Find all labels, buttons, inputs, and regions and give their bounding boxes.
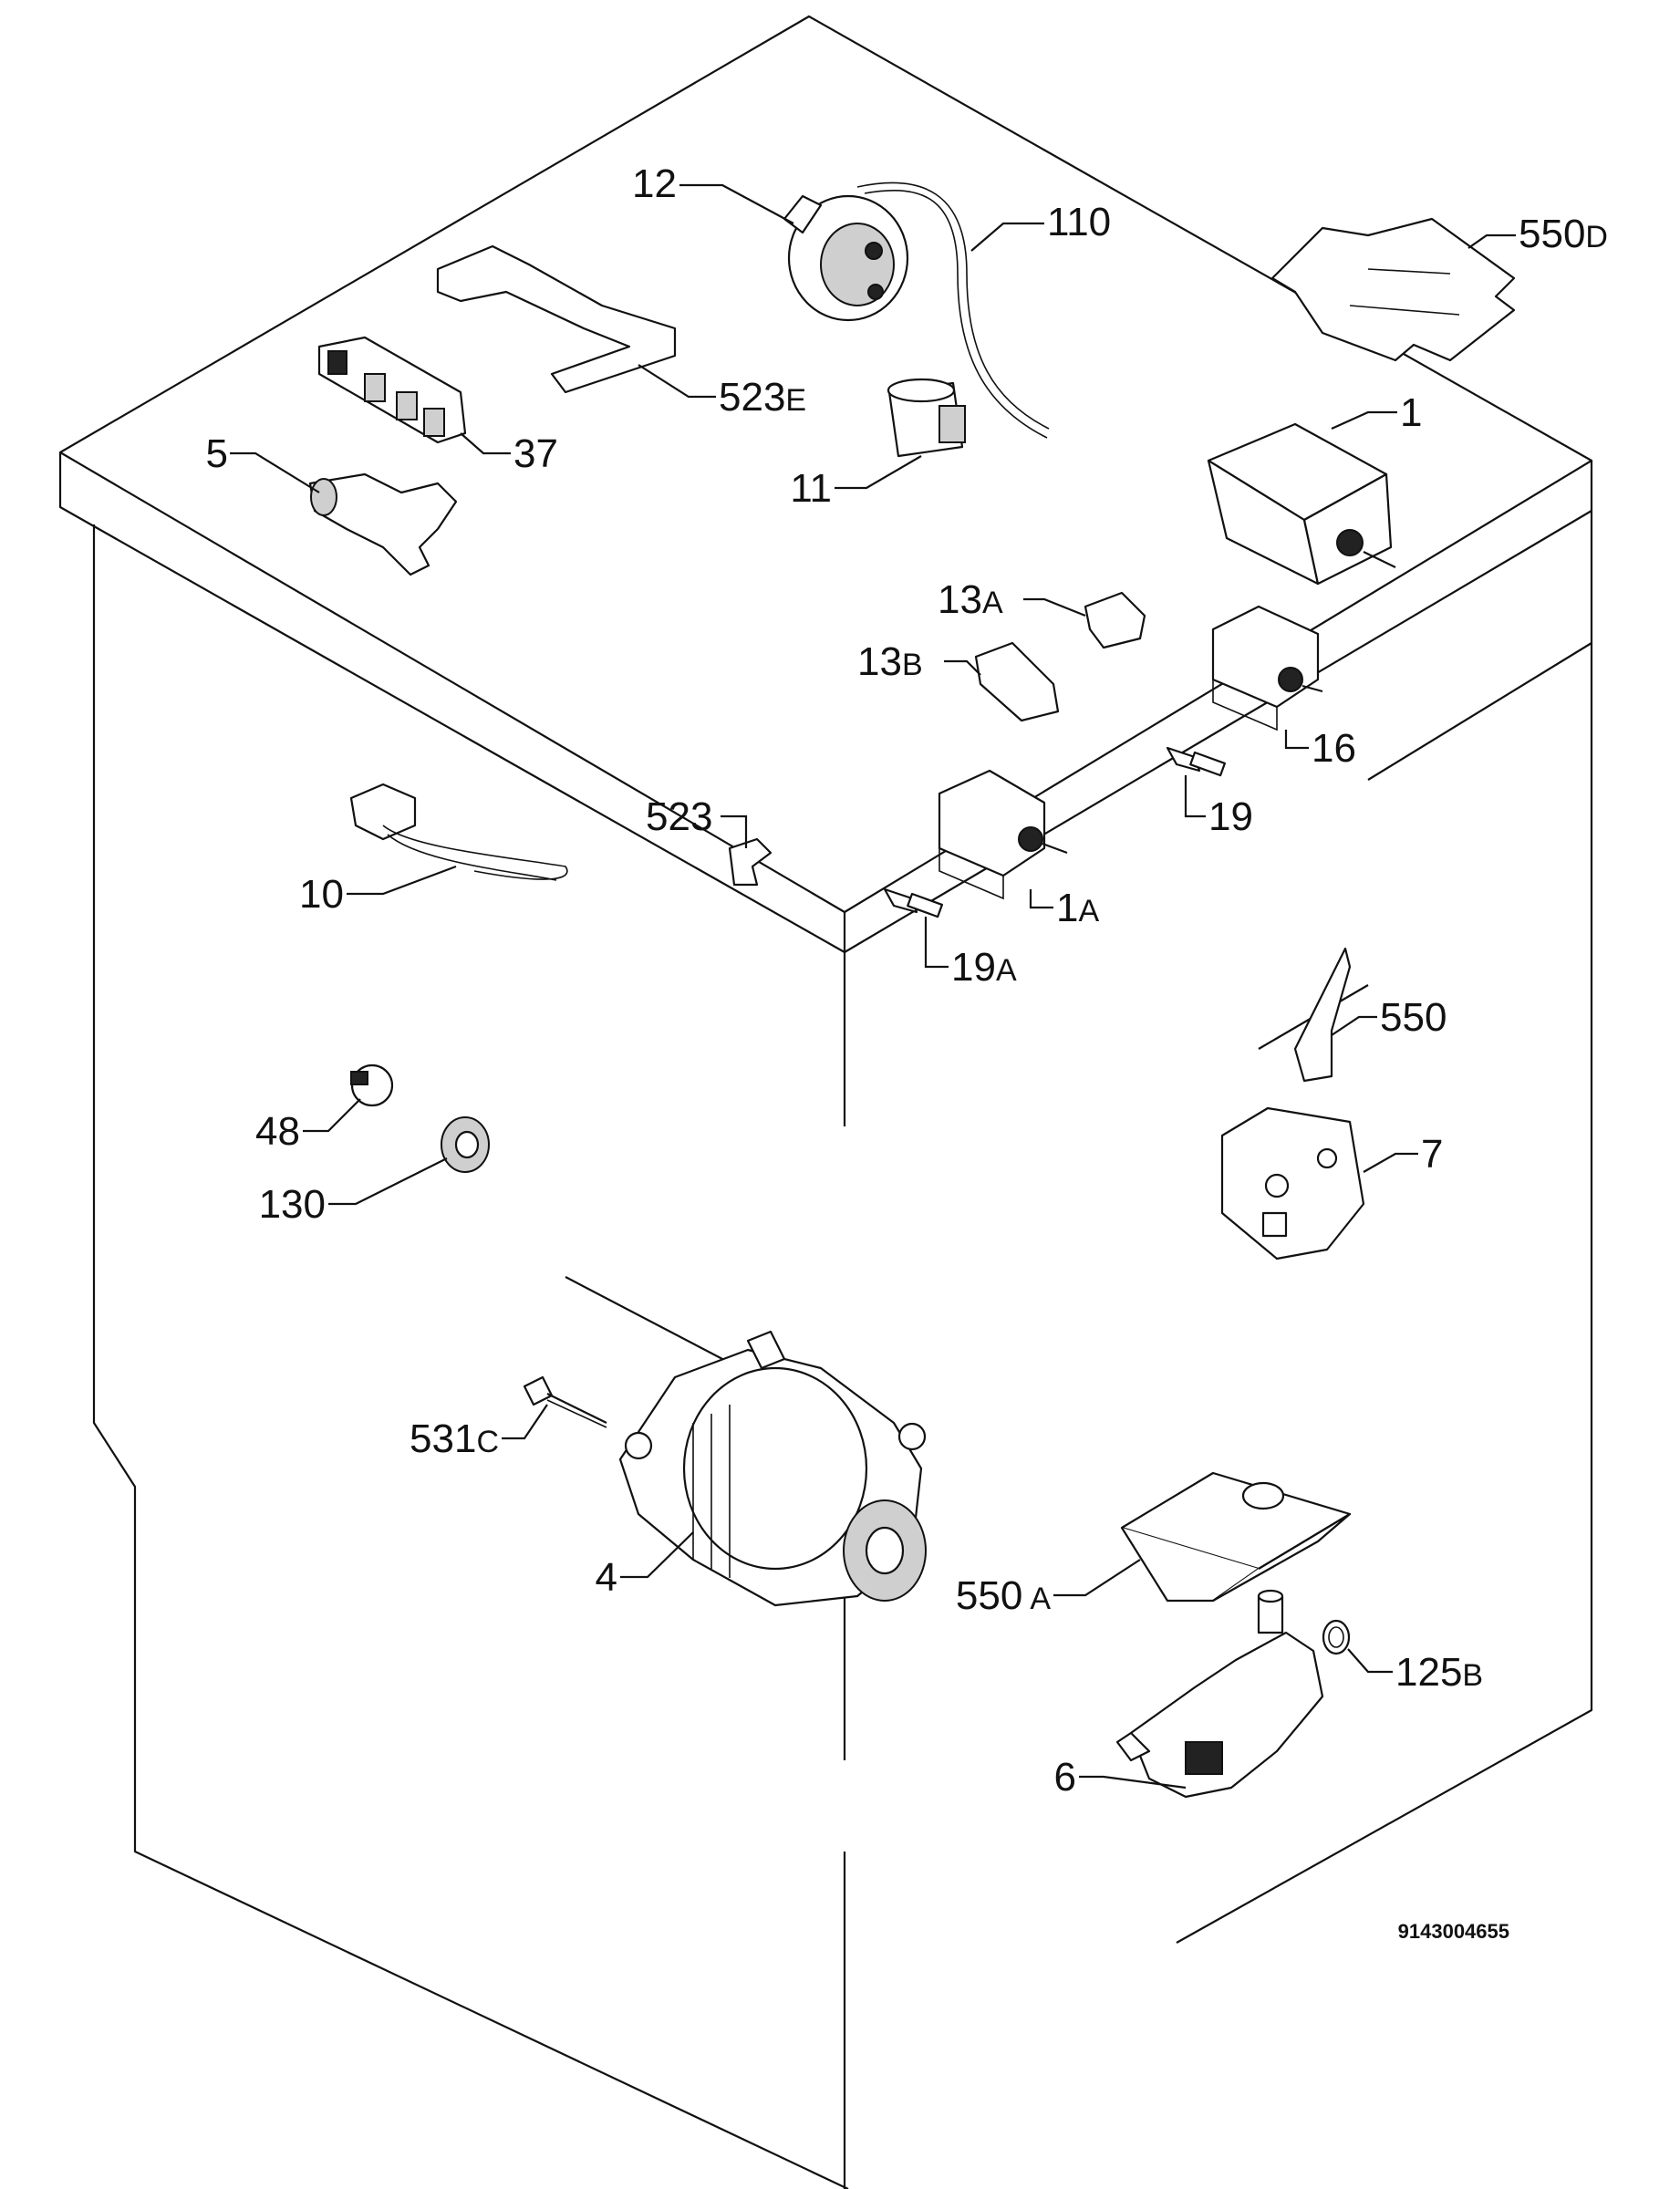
part-seal-ring xyxy=(1322,1619,1351,1655)
part-label-6: 6 xyxy=(1054,1755,1076,1800)
part-label-4: 4 xyxy=(596,1555,617,1600)
part-label-1: 1 xyxy=(1400,390,1422,435)
part-door-lock-lever xyxy=(1293,947,1352,1083)
part-labels: 12 110 550D 523E 37 5 11 1 13A 13B 16 52… xyxy=(206,161,1608,1800)
part-knob-spindle-a xyxy=(1166,746,1226,777)
part-label-48: 48 xyxy=(255,1109,300,1154)
part-label-550: 550 xyxy=(1380,995,1447,1040)
part-label-10: 10 xyxy=(299,872,344,917)
part-clip xyxy=(728,837,773,887)
leader-lines xyxy=(230,183,1516,1790)
part-label-12: 12 xyxy=(632,161,677,206)
document-number: 9143004655 xyxy=(1398,1920,1509,1943)
part-label-16: 16 xyxy=(1312,726,1356,771)
part-label-531c: 531C xyxy=(410,1416,499,1461)
part-label-1a: 1A xyxy=(1056,886,1099,930)
part-connector-b xyxy=(974,641,1060,722)
cabinet-outline xyxy=(58,15,1593,2189)
part-selector-switch-a xyxy=(938,769,1068,900)
part-label-523: 523 xyxy=(646,794,712,839)
part-label-523e: 523E xyxy=(719,375,806,420)
part-motor xyxy=(618,1330,927,1607)
part-label-13a: 13A xyxy=(938,577,1003,622)
part-pressostat-small xyxy=(350,1063,394,1107)
part-label-37: 37 xyxy=(513,431,558,476)
part-label-19: 19 xyxy=(1208,794,1253,839)
part-connector-a xyxy=(1084,591,1146,649)
part-inlet-valve xyxy=(308,472,458,576)
part-drain-pump xyxy=(1115,1589,1324,1799)
part-selector-switch xyxy=(1211,605,1323,731)
part-label-7: 7 xyxy=(1421,1132,1443,1177)
part-door-lock xyxy=(1220,1106,1365,1260)
part-label-13b: 13B xyxy=(857,639,923,684)
part-label-110: 110 xyxy=(1047,200,1111,244)
part-nut xyxy=(441,1116,490,1173)
part-label-550d: 550D xyxy=(1519,212,1608,256)
part-capacitor xyxy=(887,378,966,458)
part-label-125b: 125B xyxy=(1395,1650,1483,1695)
part-label-19a: 19A xyxy=(951,945,1017,990)
part-pressure-hose xyxy=(856,182,1050,439)
part-terminal-block xyxy=(317,336,467,444)
part-wiring-bracket xyxy=(436,244,677,394)
part-cover-block xyxy=(1120,1471,1352,1603)
part-label-11: 11 xyxy=(790,466,832,511)
part-screw xyxy=(523,1375,607,1428)
part-heating-element xyxy=(349,783,568,881)
part-programmer xyxy=(1207,422,1396,586)
part-knob-spindle-b xyxy=(883,887,943,918)
part-label-130: 130 xyxy=(259,1182,326,1227)
part-label-5: 5 xyxy=(206,431,228,476)
part-lid-cover xyxy=(1270,217,1516,362)
part-pressure-switch xyxy=(783,194,909,322)
